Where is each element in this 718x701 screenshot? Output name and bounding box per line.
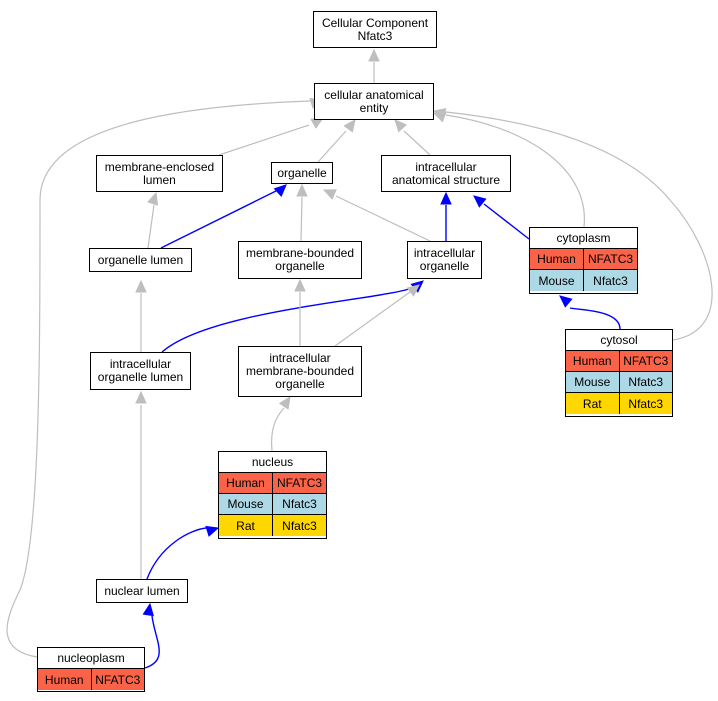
node-title: nucleus [219,452,326,473]
gene-row: Mouse Nfatc3 [219,494,326,515]
gene-row: Mouse Nfatc3 [530,270,637,291]
edge-mbo-to-organelle [296,183,308,242]
gene-symbol: NFATC3 [583,249,637,269]
edge-iol-to-io [161,280,424,353]
node-intracellular-organelle[interactable]: intracellular organelle [407,241,482,279]
gene-symbol: NFATC3 [618,351,673,371]
gene-row: Human NFATC3 [530,249,637,270]
edge-nucleoplasm-to-nuclearlumen [142,602,160,669]
arrowhead [473,195,487,208]
species-label: Human [226,476,265,490]
arrowhead [368,48,380,62]
edge-cytoplasm-to-ias [473,195,530,240]
arrowhead [147,191,159,206]
arrowhead [322,189,337,200]
node-intracellular-anatomical-structure[interactable]: intracellular anatomical structure [381,155,511,192]
arrowhead [273,184,287,198]
species-label: Human [44,672,84,687]
gene-row: Rat Nfatc3 [566,393,672,414]
gene-symbol: Nfatc3 [272,515,326,536]
node-organelle[interactable]: organelle [271,162,333,184]
edge-nuclearlumen-to-nucleus [146,525,220,580]
edge-imbo-to-io [334,284,420,347]
node-cellular-component[interactable]: Cellular Component Nfatc3 [313,11,437,48]
species-label: Human [572,354,612,368]
node-nuclear-lumen[interactable]: nuclear lumen [96,579,188,603]
edge-nucleus-to-imbo [270,395,291,452]
node-title: nucleoplasm [38,648,144,669]
species-label: Mouse [538,273,575,288]
species-label: Mouse [574,375,611,389]
arrowhead [406,284,420,297]
arrowhead [205,525,220,537]
edge-iol-to-ol [135,279,147,352]
species-label: Rat [236,518,255,533]
node-cytoplasm[interactable]: cytoplasm Human NFATC3 Mouse Nfatc3 [529,227,638,294]
edge-io-to-ias [440,191,452,241]
arrowhead [135,390,147,404]
edge-ol-to-mel [147,191,159,249]
species-label: Human [537,252,576,266]
node-nucleoplasm[interactable]: nucleoplasm Human NFATC3 [37,647,145,692]
edge-mel-to-entity [218,117,325,156]
arrowhead [559,295,573,308]
node-membrane-bounded-organelle[interactable]: membrane-bounded organelle [238,241,362,279]
gene-symbol: Nfatc3 [272,494,326,514]
arrowhead [294,278,306,292]
species-label: Mouse [227,497,264,511]
gene-symbol: Nfatc3 [618,372,673,392]
arrowhead [343,119,356,133]
gene-row: Human NFATC3 [566,351,672,372]
arrowhead [440,191,452,205]
node-title: cytoplasm [530,228,637,249]
edge-cytosol-to-entity [432,107,713,341]
node-title: cytosol [566,330,672,351]
edge-imbo-to-mbo [294,278,306,346]
arrowhead [142,602,154,617]
edge-io-to-organelle [322,189,431,242]
gene-symbol: Nfatc3 [618,393,673,414]
node-cytosol[interactable]: cytosol Human NFATC3 Mouse Nfatc3 Rat Nf… [565,329,673,417]
arrowhead [135,279,147,293]
edge-ol-to-organelle [160,184,287,249]
node-intracellular-membrane-bounded-organelle[interactable]: intracellular membrane-bounded organelle [238,346,362,397]
arrowhead [278,395,291,410]
species-label: Rat [582,396,602,411]
gene-symbol: Nfatc3 [583,270,637,291]
gene-symbol: NFATC3 [90,669,145,690]
arrowhead [296,183,308,197]
arrowhead [432,107,447,120]
edge-entity-to-component [368,48,380,83]
node-nucleus[interactable]: nucleus Human NFATC3 Mouse Nfatc3 Rat Nf… [218,451,327,539]
edge-nuclearlumen-to-iol [135,390,147,579]
node-membrane-enclosed-lumen[interactable]: membrane-enclosed lumen [96,155,223,192]
gene-row: Rat Nfatc3 [219,515,326,536]
node-intracellular-organelle-lumen[interactable]: intracellular organelle lumen [90,352,191,390]
gene-row: Human NFATC3 [38,669,144,690]
node-cellular-anatomical-entity[interactable]: cellular anatomical entity [314,83,434,120]
gene-row: Mouse Nfatc3 [566,372,672,393]
gene-symbol: NFATC3 [272,473,326,493]
node-organelle-lumen[interactable]: organelle lumen [89,248,192,272]
edge-cytosol-to-cytoplasm [559,295,621,330]
gene-row: Human NFATC3 [219,473,326,494]
edge-organelle-to-entity [317,119,356,163]
edge-ias-to-entity [394,119,431,156]
arrowhead [394,119,408,133]
